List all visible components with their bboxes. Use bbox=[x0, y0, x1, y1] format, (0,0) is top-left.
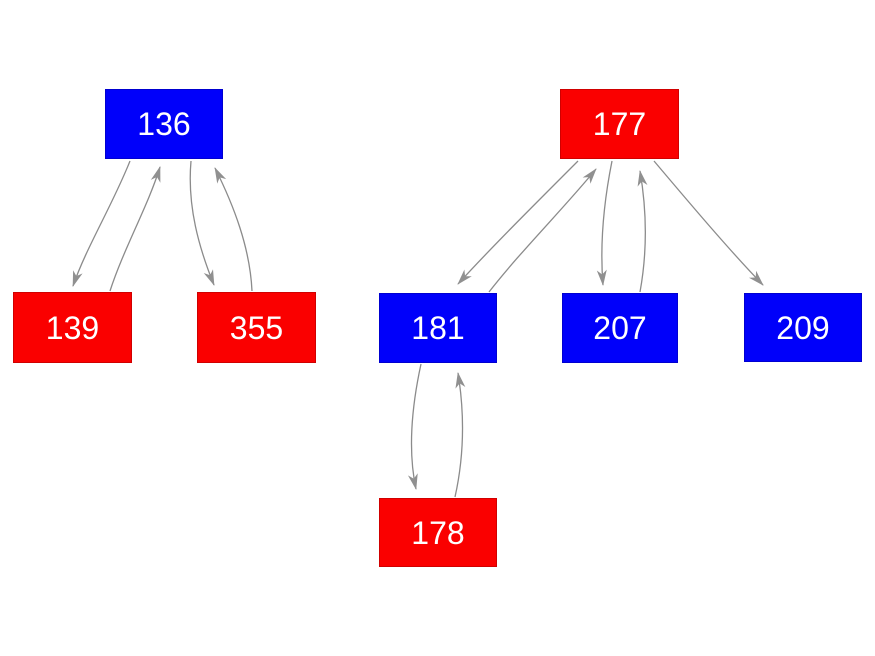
node-label: 207 bbox=[593, 310, 647, 346]
node-181[interactable]: 181 bbox=[379, 293, 497, 363]
node-label: 177 bbox=[592, 106, 647, 142]
node-355[interactable]: 355 bbox=[197, 292, 316, 363]
edge-177-209 bbox=[653, 160, 764, 286]
node-178[interactable]: 178 bbox=[379, 498, 497, 567]
node-label: 178 bbox=[411, 514, 465, 551]
edge-177-207 bbox=[596, 160, 613, 286]
edge-177-181 bbox=[457, 160, 579, 285]
node-209[interactable]: 209 bbox=[744, 293, 862, 362]
edge-139-136 bbox=[109, 166, 161, 292]
node-139[interactable]: 139 bbox=[13, 292, 132, 363]
node-207[interactable]: 207 bbox=[562, 293, 678, 363]
node-177[interactable]: 177 bbox=[560, 89, 679, 159]
edge-355-136 bbox=[214, 167, 253, 292]
edge-136-139 bbox=[72, 160, 131, 287]
edge-207-177 bbox=[637, 170, 648, 293]
edge-136-355 bbox=[189, 160, 215, 286]
node-label: 136 bbox=[137, 106, 191, 142]
edge-178-181 bbox=[454, 372, 466, 498]
edge-181-178 bbox=[407, 363, 422, 490]
node-label: 139 bbox=[45, 309, 100, 346]
node-label: 181 bbox=[411, 310, 465, 346]
node-label: 355 bbox=[229, 309, 284, 346]
node-label: 209 bbox=[776, 309, 830, 346]
node-136[interactable]: 136 bbox=[105, 89, 223, 159]
edge-181-177 bbox=[488, 168, 597, 293]
